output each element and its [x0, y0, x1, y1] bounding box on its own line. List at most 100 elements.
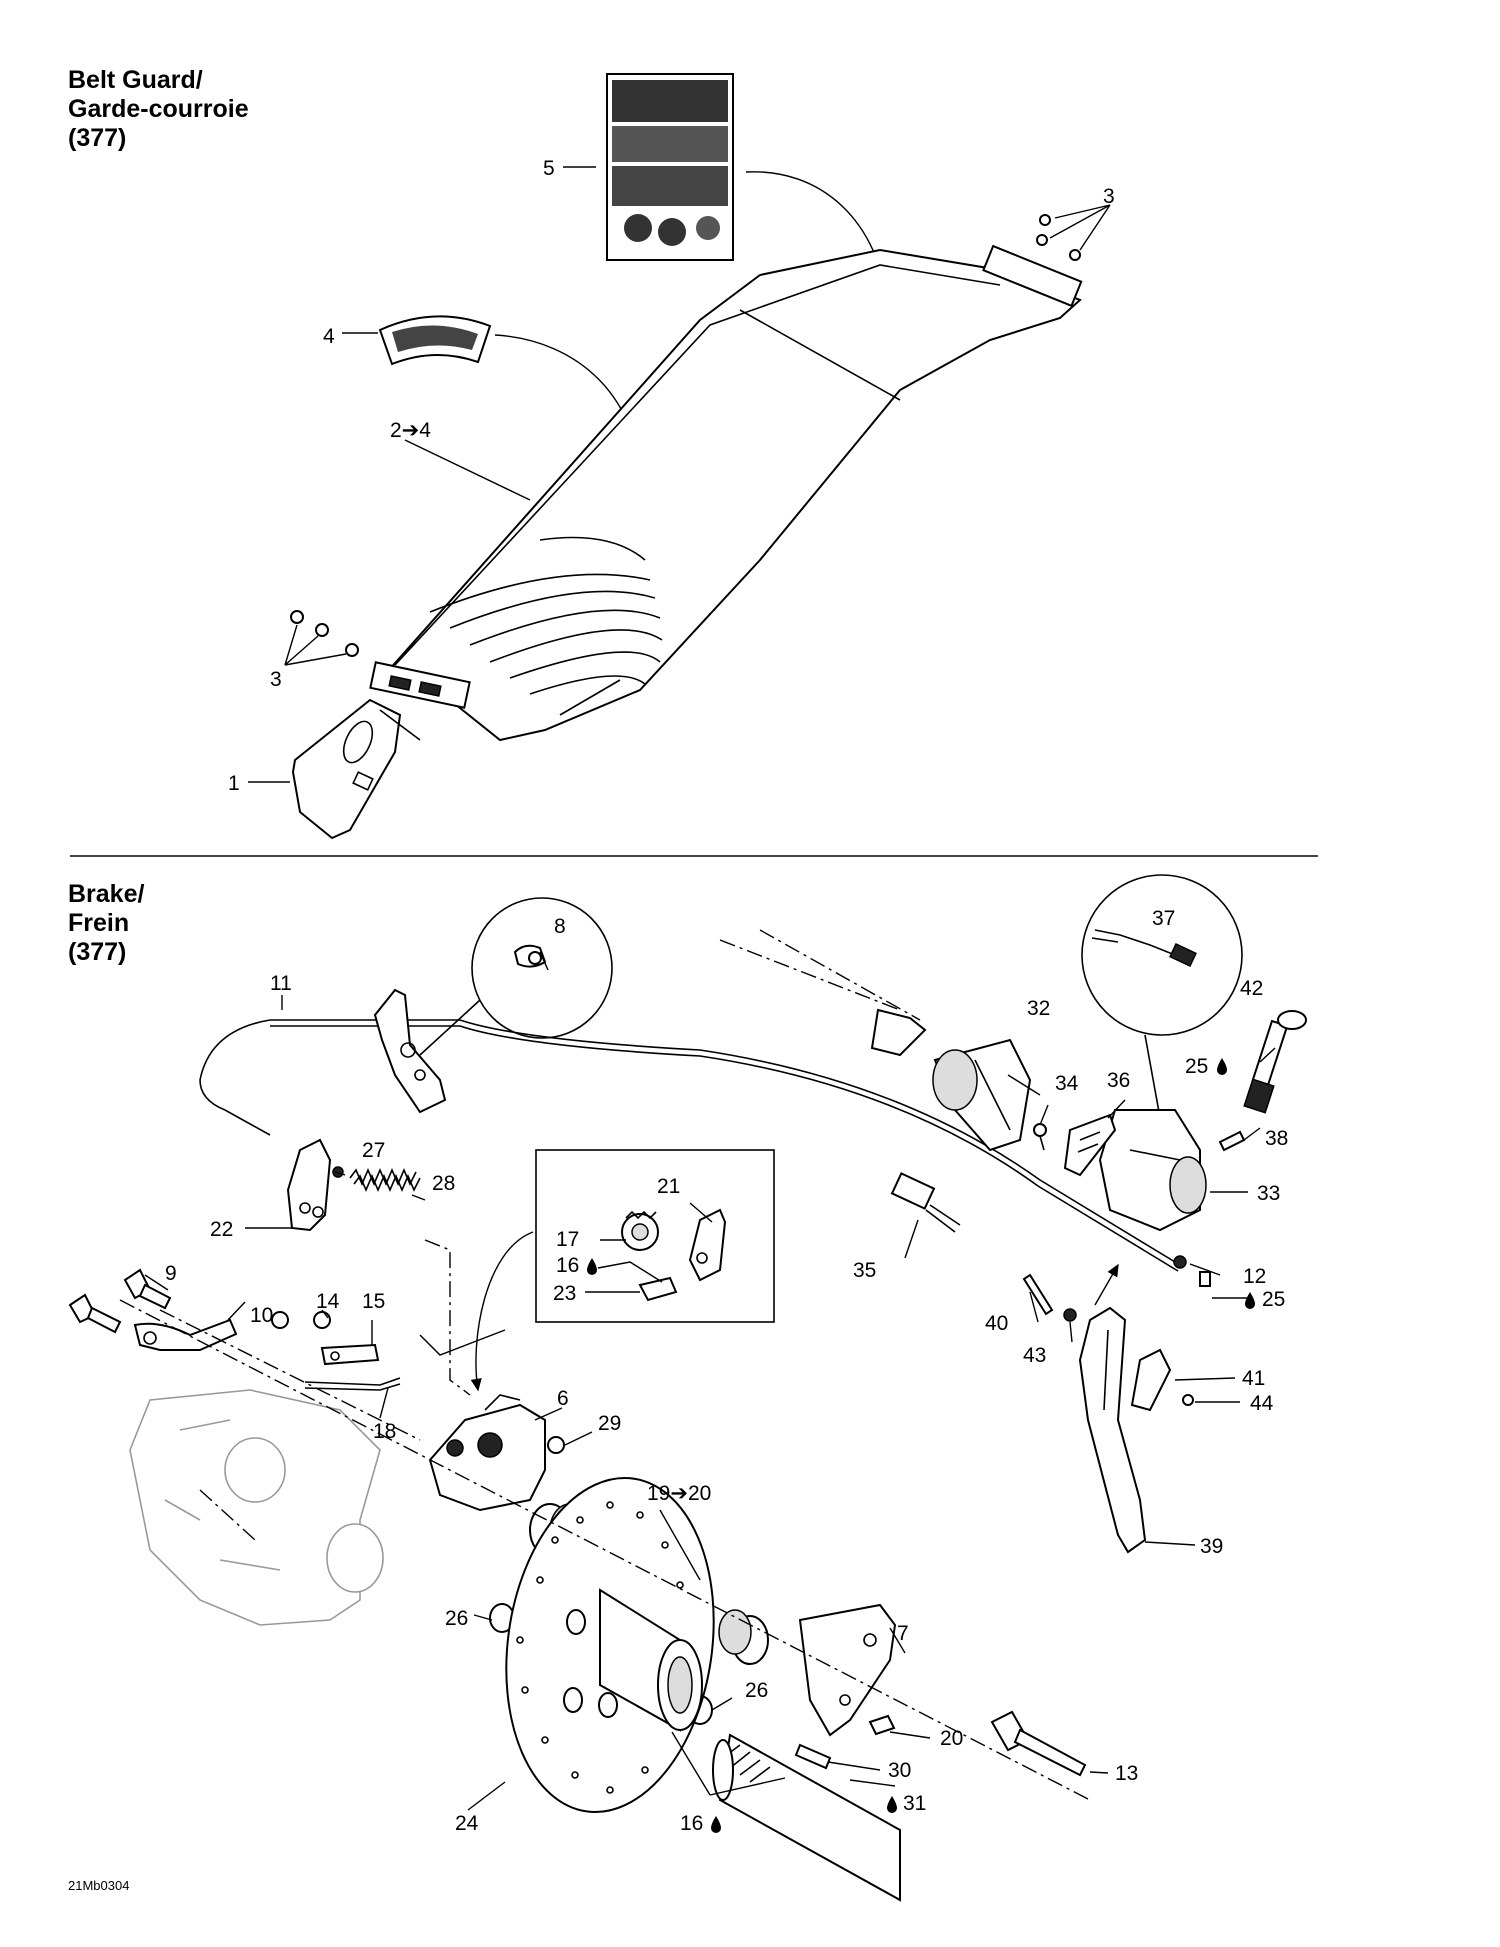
detail-circle-37: [1081, 874, 1243, 1036]
callout-17: 17: [556, 1228, 579, 1251]
callout-20: 20: [940, 1727, 963, 1750]
key-30: [794, 1743, 832, 1770]
lubricant-drop-icon: [711, 1816, 721, 1833]
drawing-code: 21Mb0304: [68, 1878, 130, 1893]
callout-44: 44: [1250, 1392, 1274, 1415]
callout-31: 31: [903, 1792, 926, 1815]
callout-8: 8: [554, 915, 566, 938]
callout-37: 37: [1152, 907, 1175, 930]
callout-13: 13: [1115, 1762, 1138, 1785]
callout-28: 28: [432, 1172, 455, 1195]
screw-38: [1218, 1130, 1246, 1152]
nut-3-top: [1036, 214, 1081, 261]
lever-21: [688, 1208, 727, 1282]
bracket-41: [1130, 1348, 1172, 1412]
callout-43: 43: [1023, 1344, 1046, 1367]
callout-33: 33: [1257, 1182, 1280, 1205]
chaincase-housing: [129, 1389, 384, 1626]
bolt-10-long: [68, 1293, 122, 1334]
plate-15: [320, 1343, 380, 1366]
cable-clamp-bracket: [373, 988, 447, 1114]
lubricant-drop-icon: [1245, 1292, 1255, 1309]
callout-16-bottom: 16: [680, 1812, 703, 1835]
bolt-9: [123, 1268, 172, 1310]
detail-circle-8: [471, 897, 613, 1039]
callout-41: 41: [1242, 1367, 1265, 1390]
tube-guide: [719, 929, 927, 1057]
callout-5: 5: [543, 157, 555, 180]
cotter-20: [868, 1714, 896, 1736]
lubricant-drop-icon: [1217, 1058, 1227, 1075]
clip-8: [513, 944, 547, 968]
brake-section-title: Brake/ Frein (377): [68, 880, 145, 966]
support-10: [133, 1318, 238, 1351]
callout-11: 11: [270, 972, 292, 995]
callout-30: 30: [888, 1759, 911, 1782]
callout-25-bottom: 25: [1262, 1288, 1285, 1311]
callout-6: 6: [557, 1387, 569, 1410]
nut-29: [547, 1436, 565, 1454]
spring-28: [349, 1167, 421, 1193]
callout-19: 19➔20: [647, 1482, 711, 1505]
disc-hub: [599, 1588, 703, 1732]
callout-21: 21: [657, 1175, 680, 1198]
brake-lever-39: [1078, 1306, 1147, 1554]
callout-3-bottom: 3: [270, 668, 282, 691]
callout-29: 29: [598, 1412, 621, 1435]
drive-shaft: [712, 1733, 901, 1902]
callout-16-inset: 16: [556, 1254, 579, 1277]
lubricant-drop-icon: [587, 1258, 597, 1275]
bolt-13: [990, 1710, 1087, 1777]
callout-2: 2➔4: [390, 419, 431, 442]
callout-14: 14: [316, 1290, 340, 1313]
caliper-cover-7: [798, 1603, 897, 1737]
callout-25-top: 25: [1185, 1055, 1208, 1078]
belt-guard-cover-2: [369, 244, 1083, 742]
callout-39: 39: [1200, 1535, 1223, 1558]
wire-harness-37: [1091, 929, 1197, 967]
nut-3-bottom: [290, 610, 359, 657]
callout-42: 42: [1240, 977, 1263, 1000]
bracket-1: [291, 698, 421, 840]
callout-18: 18: [373, 1420, 396, 1443]
callout-24: 24: [455, 1812, 479, 1835]
plate-36: [1063, 1113, 1117, 1177]
decal-label-5: [606, 73, 734, 261]
callout-35: 35: [853, 1259, 876, 1282]
callout-22: 22: [210, 1218, 233, 1241]
callout-1: 1: [228, 772, 240, 795]
inset-box: [535, 1149, 775, 1323]
nut-44: [1182, 1394, 1194, 1406]
washer-27: [332, 1166, 344, 1178]
section-divider: [70, 855, 1318, 857]
callout-4: 4: [323, 325, 335, 348]
decal-label-4: [378, 315, 492, 366]
callout-34: 34: [1055, 1072, 1079, 1095]
screw-34: [1033, 1123, 1047, 1151]
cable-end-12: [1173, 1255, 1211, 1287]
callout-15: 15: [362, 1290, 385, 1313]
callout-27: 27: [362, 1139, 385, 1162]
lever-22: [286, 1138, 332, 1232]
callout-7: 7: [897, 1622, 909, 1645]
nut-14: [271, 1311, 331, 1329]
bracket-23: [638, 1276, 678, 1302]
callout-12: 12: [1243, 1265, 1266, 1288]
callout-40: 40: [985, 1312, 1008, 1335]
callout-10: 10: [250, 1304, 273, 1327]
lubricant-drop-icon: [887, 1796, 897, 1813]
callout-9: 9: [165, 1262, 177, 1285]
caliper-6: [428, 1394, 546, 1512]
callout-3-top: 3: [1103, 185, 1115, 208]
hood-32: [932, 1038, 1032, 1152]
bolt-40: [1022, 1273, 1054, 1316]
cable-11: [199, 1019, 1181, 1272]
cam-17: [621, 1210, 659, 1251]
spring-18: [304, 1377, 401, 1391]
housing-33: [1098, 1109, 1207, 1232]
brake-pad-outer: [718, 1609, 769, 1665]
callout-23: 23: [553, 1282, 576, 1305]
callout-38: 38: [1265, 1127, 1288, 1150]
belt-guard-section-title: Belt Guard/ Garde-courroie (377): [68, 66, 249, 152]
